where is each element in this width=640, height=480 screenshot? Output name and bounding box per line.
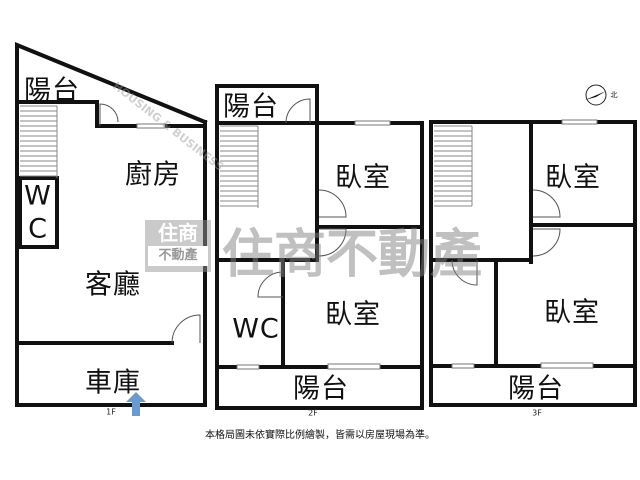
room-label-balcony-1f: 陽台 [24,75,80,107]
floor-3f-walls [429,119,637,407]
floor-2f-stairs [220,125,259,208]
room-label-balcony-3f: 陽台 [508,373,564,405]
floor-label-2f: 2F [308,408,318,418]
compass-icon [585,84,607,106]
compass-label: 北 [610,91,618,99]
watermark-badge: 住商不動產 [145,220,211,272]
room-label-wc-1f-w: W [24,180,52,212]
room-label-living-room: 客廳 [85,269,141,301]
room-label-balcony-2f-top: 陽台 [223,91,279,123]
disclaimer-note: 本格局圖未依實際比例繪製，皆需以房屋現場為準。 [205,430,435,441]
watermark-brand: 住商不動產 [222,225,483,285]
entrance-arrow-icon [126,392,146,416]
floor-label-3f: 3F [532,408,542,418]
room-label-bedroom-3f-2: 臥室 [544,297,600,329]
room-label-balcony-2f-bottom: 陽台 [293,373,349,405]
floor-1f-stairs [20,105,58,178]
floor-2f-walls [215,84,424,410]
room-label-kitchen: 廚房 [125,159,181,191]
room-label-wc-1f-c: C [28,213,48,245]
room-label-wc-2f: WC [232,313,280,345]
floor-label-1f: 1F [106,407,116,417]
room-label-garage: 車庫 [85,367,141,399]
room-label-bedroom-3f-1: 臥室 [545,162,601,194]
room-label-bedroom-2f-2: 臥室 [325,299,381,331]
floor-1f-walls [15,42,208,407]
floor-3f-stairs [434,125,473,207]
room-label-bedroom-2f-1: 臥室 [335,162,391,194]
